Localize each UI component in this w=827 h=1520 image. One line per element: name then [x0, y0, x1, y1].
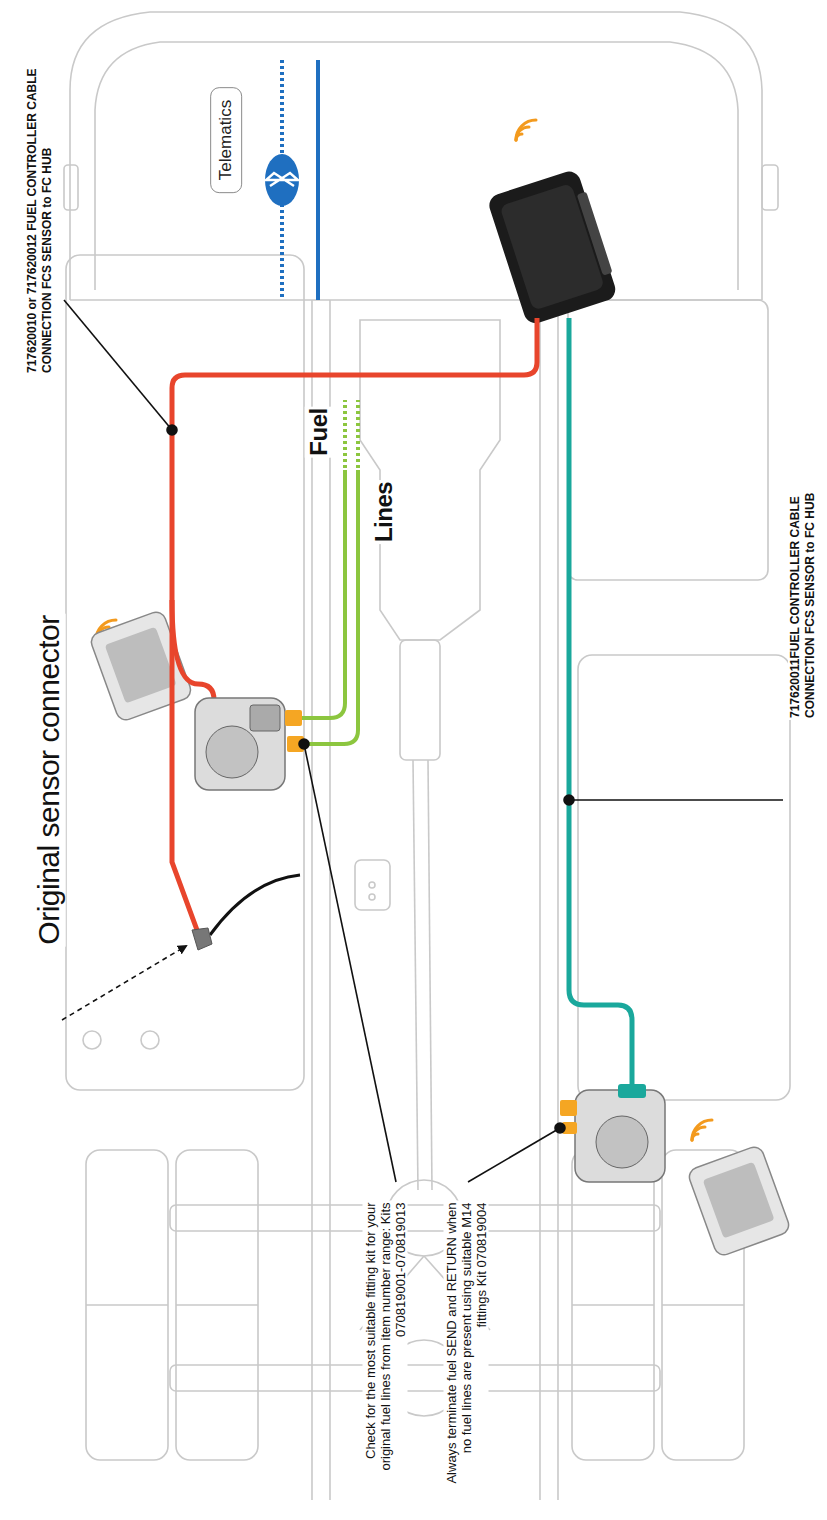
- teal-cable: [569, 318, 632, 1090]
- fuel-line: [304, 470, 358, 744]
- note-text: Always terminate fuel SEND and RETURN wh…: [444, 1200, 489, 1490]
- pointer-arrow: [62, 946, 186, 1020]
- bluetooth-symbol: [265, 154, 299, 206]
- fuel-label: Lines: [370, 480, 398, 544]
- red-cable: [172, 600, 214, 700]
- fuel-sensor: [195, 698, 304, 790]
- callout-label: Original sensor connector: [31, 613, 65, 946]
- wired-link: [316, 60, 320, 300]
- fuel-label: Fuel: [304, 406, 332, 457]
- cable-label: 717620010 or 717620012 FUEL CONTROLLER C…: [25, 65, 55, 375]
- node-text: Telematics: [216, 100, 235, 180]
- note-text: Check for the most suitable fitting kit …: [363, 1200, 408, 1490]
- fuel-line: [302, 470, 345, 718]
- wireless-icon: [96, 120, 712, 1140]
- leader-line: [64, 300, 783, 1182]
- telematics-box: Telematics: [210, 87, 242, 193]
- fc-hub: [486, 168, 620, 326]
- original-connector: [192, 928, 212, 950]
- red-cable: [172, 318, 537, 930]
- fuel-line: [345, 400, 358, 468]
- original-wire: [210, 875, 300, 935]
- truck-outline: [64, 12, 790, 1500]
- sensor-display: [89, 609, 792, 1257]
- fuel-sensor: [560, 1084, 665, 1182]
- cable-label: 717620011FUEL CONTROLLER CABLE CONNECTIO…: [788, 460, 818, 720]
